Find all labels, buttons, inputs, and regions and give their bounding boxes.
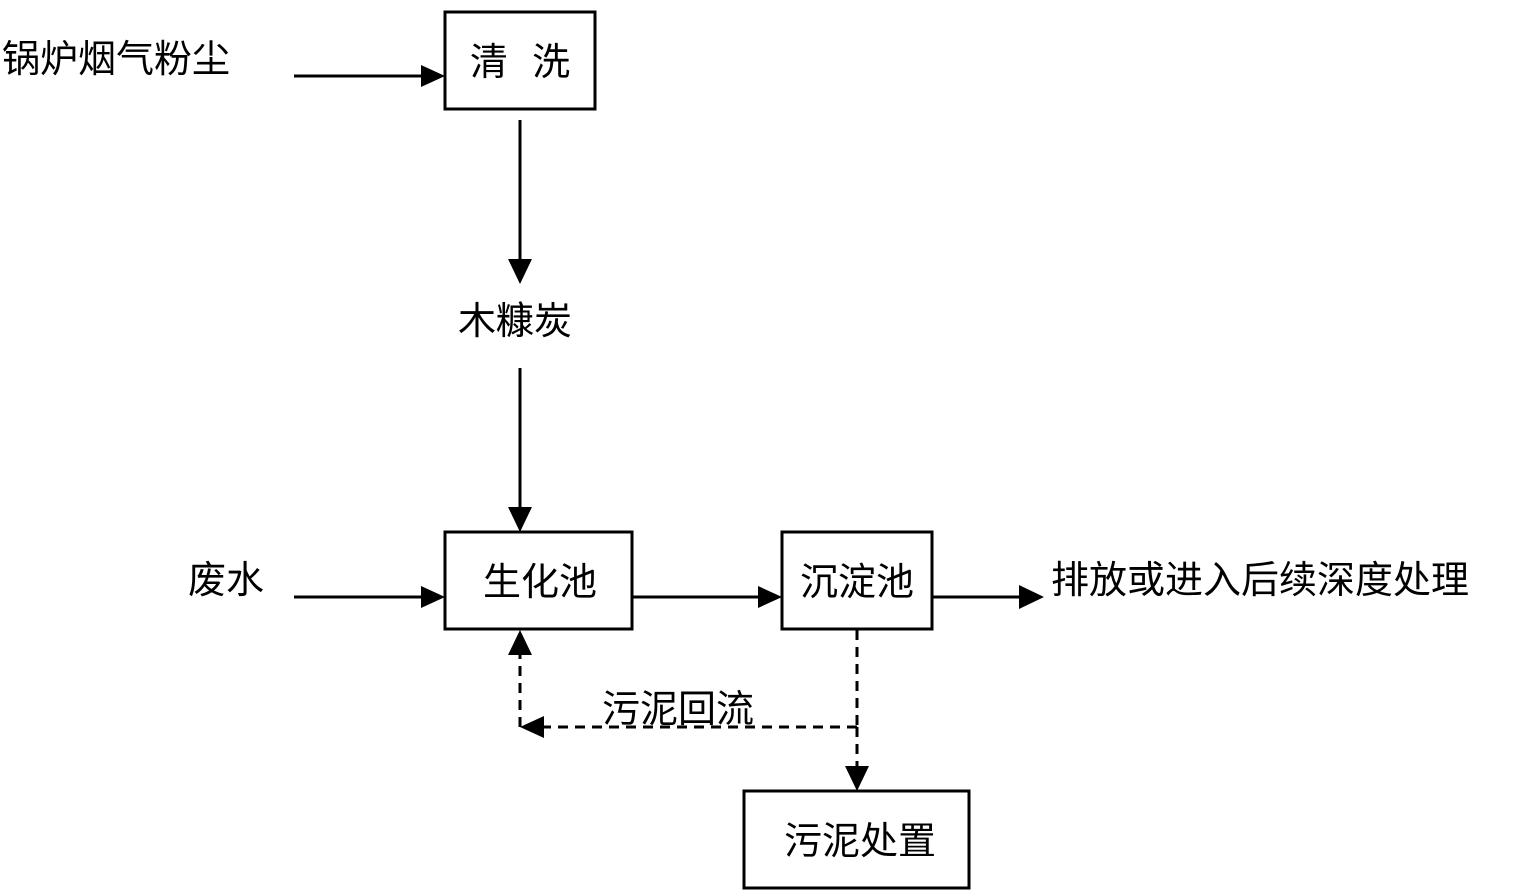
arrow-return-left-head (520, 716, 544, 738)
box-settling-tank (780, 530, 934, 631)
label-sludge-disposal: 污泥处置 (784, 819, 936, 863)
label-boiler-dust: 锅炉烟气粉尘 (2, 37, 230, 81)
arrow-bio-to-settling-head (758, 586, 782, 608)
box-washing (443, 10, 597, 111)
box-sludge-disposal (742, 789, 971, 890)
arrow-return-up-head (508, 630, 532, 655)
arrow-wastewater-to-bio-head (421, 586, 445, 608)
label-wastewater: 废水 (188, 558, 264, 602)
box-bio-tank (443, 530, 634, 631)
label-settling-tank: 沉淀池 (800, 560, 914, 604)
arrow-dust-to-washing-head (421, 65, 445, 87)
label-washing: 清 洗 (470, 40, 570, 84)
label-sludge-return: 污泥回流 (602, 687, 754, 731)
label-rice-husk-charcoal: 木糠炭 (458, 299, 572, 343)
arrow-to-disposal-head (845, 766, 869, 791)
label-bio-tank: 生化池 (483, 560, 597, 604)
label-discharge: 排放或进入后续深度处理 (1051, 558, 1469, 602)
arrow-washing-to-charcoal-head (508, 259, 532, 284)
arrow-charcoal-to-bio-head (508, 507, 532, 532)
arrow-settling-to-discharge-head (1019, 585, 1044, 609)
